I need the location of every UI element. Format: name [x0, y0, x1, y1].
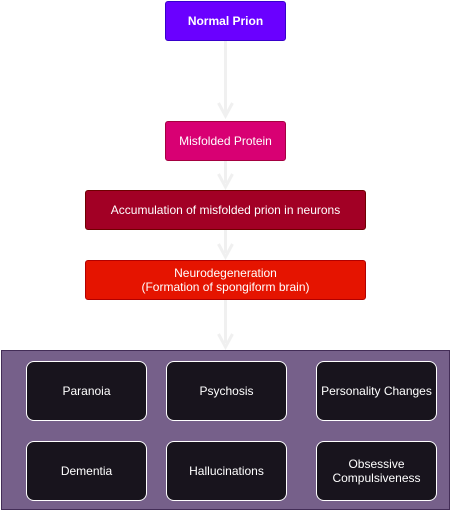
symptom-paranoia[interactable]: Paranoia: [26, 361, 147, 421]
normal-prion-node[interactable]: Normal Prion: [165, 1, 286, 41]
arrow-neurodegeneration-to-symptoms: [217, 300, 234, 351]
symptom-personality-changes[interactable]: Personality Changes: [316, 361, 437, 421]
symptoms-container: Paranoia Psychosis Personality Changes D…: [1, 350, 450, 510]
symptom-hallucinations[interactable]: Hallucinations: [166, 441, 287, 501]
arrow-accumulation-to-neurodegeneration: [217, 230, 234, 261]
symptom-psychosis[interactable]: Psychosis: [166, 361, 287, 421]
accumulation-node[interactable]: Accumulation of misfolded prion in neuro…: [85, 190, 366, 230]
neurodegeneration-node[interactable]: Neurodegeneration (Formation of spongifo…: [85, 260, 366, 300]
misfolded-protein-node[interactable]: Misfolded Protein: [165, 121, 286, 161]
arrow-normal-to-misfolded: [217, 41, 234, 120]
symptom-dementia[interactable]: Dementia: [26, 441, 147, 501]
arrow-misfolded-to-accumulation: [217, 161, 234, 191]
symptom-obsessive-compulsiveness[interactable]: Obsessive Compulsiveness: [316, 441, 437, 501]
